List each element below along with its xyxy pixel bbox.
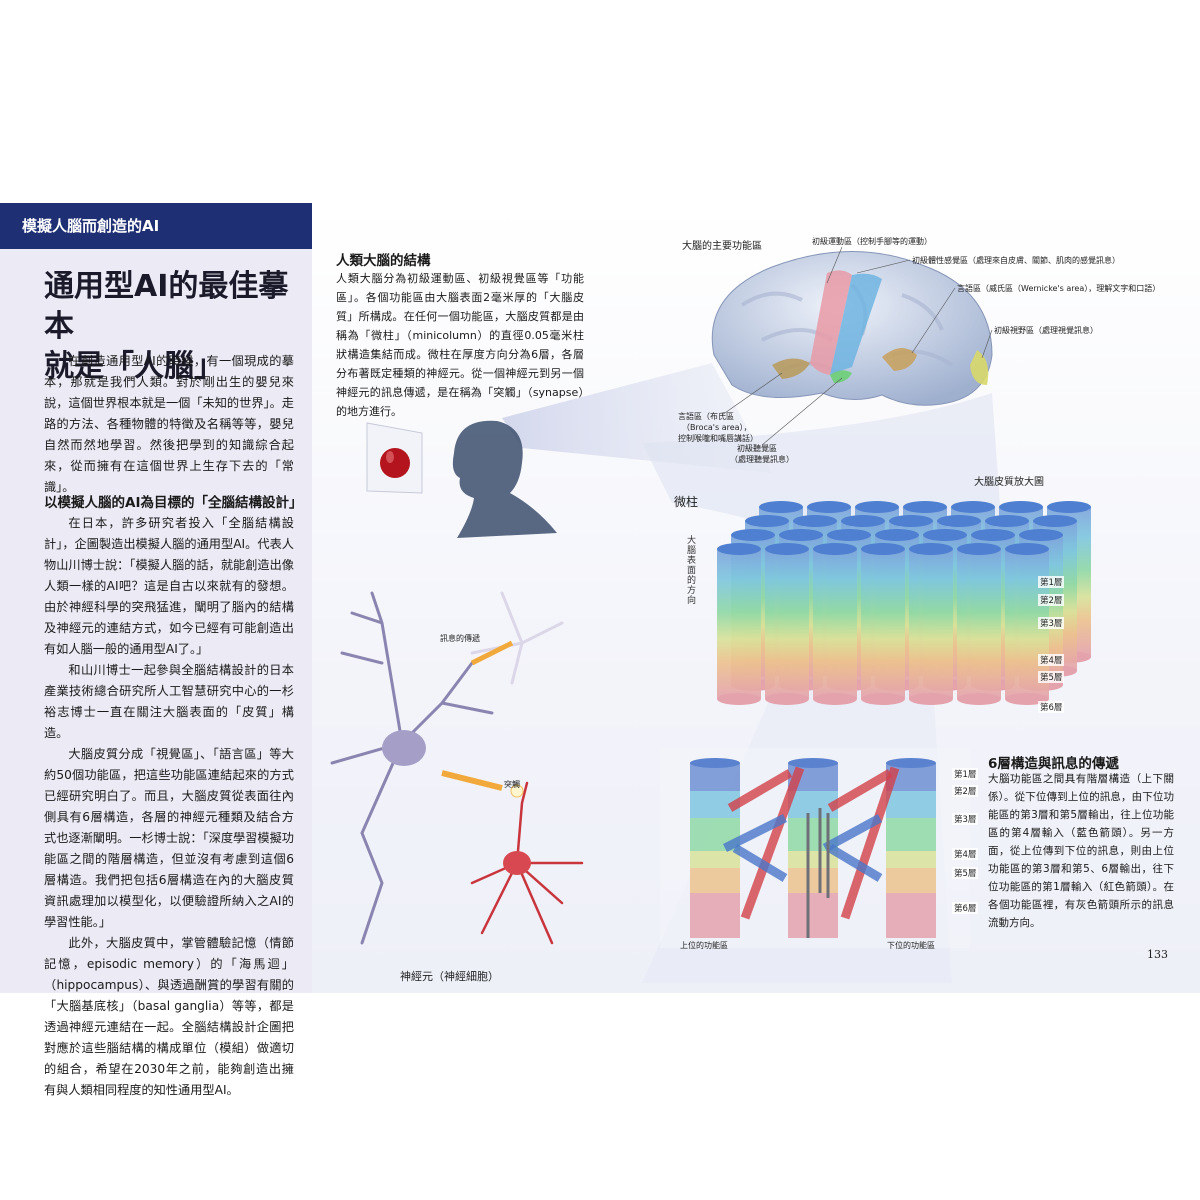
neuron-top-right xyxy=(470,591,564,685)
neuron-illustration xyxy=(330,591,584,945)
cortex-enlarge-label: 大腦皮質放大圖 xyxy=(974,477,1044,488)
somatosensory-area xyxy=(830,273,882,375)
minicolumn xyxy=(765,543,809,705)
book-spread: 模擬人腦而創造的AI 通用型AI的最佳摹本 就是「人腦」 在創造通用型AI的時候… xyxy=(0,203,1200,1097)
neuron-soma-red xyxy=(503,851,531,875)
page-number: 133 xyxy=(1147,948,1168,961)
minicolumn xyxy=(909,543,953,705)
paragraph: 在日本，許多研究者投入「全腦結構設計」，企圖製造出模擬人腦的通用型AI。代表人物… xyxy=(44,516,294,656)
neuron-caption: 神經元（神經細胞） xyxy=(400,970,499,983)
label-broca-3: 控制喉嚨和嘴唇講話） xyxy=(678,434,758,443)
upper-area-label: 上位的功能區 xyxy=(680,941,728,950)
brain-structure-heading: 人類大腦的結構 xyxy=(336,253,431,269)
column-layer-1: 第1層 xyxy=(1038,576,1065,588)
column-layer-6: 第6層 xyxy=(1038,701,1065,713)
intro-text: 在創造通用型AI的時候，有一個現成的摹本，那就是我們人類。對於剛出生的嬰兒來說，… xyxy=(44,354,294,494)
minicolumn xyxy=(861,543,905,705)
human-head-silhouette xyxy=(452,420,557,538)
column-layer-5: 第5層 xyxy=(1038,671,1065,683)
label-broca-2: （Broca's area）， xyxy=(682,423,752,432)
signal-arrow-synapse xyxy=(441,770,503,791)
surface-direction-label: 大腦表面的方向 xyxy=(685,535,695,605)
label-visual: 初級視野區（處理視覺訊息） xyxy=(994,326,1098,335)
diagram-layer-5: 第5層 xyxy=(952,867,979,879)
paragraph: 大腦皮質分成「視覺區」、「語言區」等大約50個功能區，把這些功能區連結起來的方式… xyxy=(44,747,294,929)
diagram-layer-3: 第3層 xyxy=(952,813,979,825)
diagram-layer-4: 第4層 xyxy=(952,848,979,860)
minicolumn xyxy=(813,543,857,705)
body-paragraphs: 在日本，許多研究者投入「全腦結構設計」，企圖製造出模擬人腦的通用型AI。代表人物… xyxy=(44,513,294,1101)
visual-area xyxy=(970,350,989,385)
section-banner: 模擬人腦而創造的AI xyxy=(0,203,312,249)
paragraph: 和山川博士一起參與全腦結構設計的日本產業技術總合研究所人工智慧研究中心的一杉裕志… xyxy=(44,663,294,740)
minicolumn-label: 微柱 xyxy=(674,495,699,509)
signal-label: 訊息的傳遞 xyxy=(440,634,480,643)
diagram-layer-2: 第2層 xyxy=(952,785,979,797)
column-layer-2: 第2層 xyxy=(1038,594,1065,606)
brain-structure-text: 人類大腦分為初級運動區、初級視覺區等「功能區」。各個功能區由大腦表面2毫米厚的「… xyxy=(336,272,584,418)
diagram-layer-6: 第6層 xyxy=(952,902,979,914)
auditory-area xyxy=(830,370,852,383)
illustration-panel: 人類大腦的結構 人類大腦分為初級運動區、初級視覺區等「功能區」。各個功能區由大腦… xyxy=(312,203,1200,993)
neuron-upper xyxy=(330,591,494,945)
layer-column xyxy=(690,758,740,938)
brain-illustration xyxy=(711,251,993,406)
gray-arrows xyxy=(806,808,830,938)
motor-area xyxy=(810,270,852,375)
title-line-2: 就是「人腦」 xyxy=(44,349,224,384)
neuron-red xyxy=(470,781,584,945)
minicolumn xyxy=(717,543,761,705)
six-layer-text: 大腦功能區之間具有階層構造（上下關係）。從下位傳到上位的訊息，由下位功能區的第3… xyxy=(988,773,1174,929)
label-somatosensory: 初級體性感覺區（處理來自皮膚、關節、肌肉的感覺訊息） xyxy=(912,256,1120,265)
subhead-whole-brain: 以模擬人腦的AI為目標的「全腦結構設計」 xyxy=(44,495,303,511)
title-line-1: 通用型AI的最佳摹本 xyxy=(44,269,289,344)
blue-arrows xyxy=(722,813,883,882)
page-title: 通用型AI的最佳摹本 就是「人腦」 xyxy=(44,267,304,387)
diagram-layer-1: 第1層 xyxy=(952,768,979,780)
brain-areas-title: 大腦的主要功能區 xyxy=(682,241,762,252)
paragraph: 此外，大腦皮質中，掌管體驗記憶（情節記憶，episodic memory）的「海… xyxy=(44,936,294,1097)
six-layer-diagram xyxy=(660,748,970,948)
head-and-apple xyxy=(366,420,557,538)
label-wernicke: 言語區（威氏區（Wernicke's area），理解文字和口語） xyxy=(957,284,1161,293)
apple-icon xyxy=(380,448,410,478)
neuron-soma-upper xyxy=(382,730,426,766)
brain-leader-lines xyxy=(721,246,993,446)
synapse-label: 突觸 xyxy=(504,780,520,789)
left-column: 模擬人腦而創造的AI 通用型AI的最佳摹本 就是「人腦」 在創造通用型AI的時候… xyxy=(0,203,312,1097)
label-auditory-2: （處理聽覺訊息） xyxy=(730,455,794,464)
column-layer-3: 第3層 xyxy=(1038,617,1065,629)
minicolumn-group xyxy=(717,501,1091,705)
intro-paragraph: 在創造通用型AI的時候，有一個現成的摹本，那就是我們人類。對於剛出生的嬰兒來說，… xyxy=(44,351,294,498)
label-auditory-1: 初級聽覺區 xyxy=(737,444,777,453)
broca-area xyxy=(772,358,810,379)
column-layer-4: 第4層 xyxy=(1038,654,1065,666)
lower-area-label: 下位的功能區 xyxy=(887,941,935,950)
minicolumn xyxy=(957,543,1001,705)
synapse-glow xyxy=(510,784,524,798)
label-motor: 初級運動區（控制手腳等的運動） xyxy=(812,237,932,246)
label-broca-1: 言語區（布氏區 xyxy=(678,412,734,421)
red-arrows xyxy=(727,766,900,920)
signal-arrow-upper xyxy=(470,640,514,666)
minicolumn-array xyxy=(717,501,1091,705)
six-layer-heading: 6層構造與訊息的傳遞 xyxy=(988,756,1119,772)
layer-column xyxy=(886,758,936,938)
wernicke-area xyxy=(882,347,917,371)
six-layer-columns xyxy=(690,758,936,938)
